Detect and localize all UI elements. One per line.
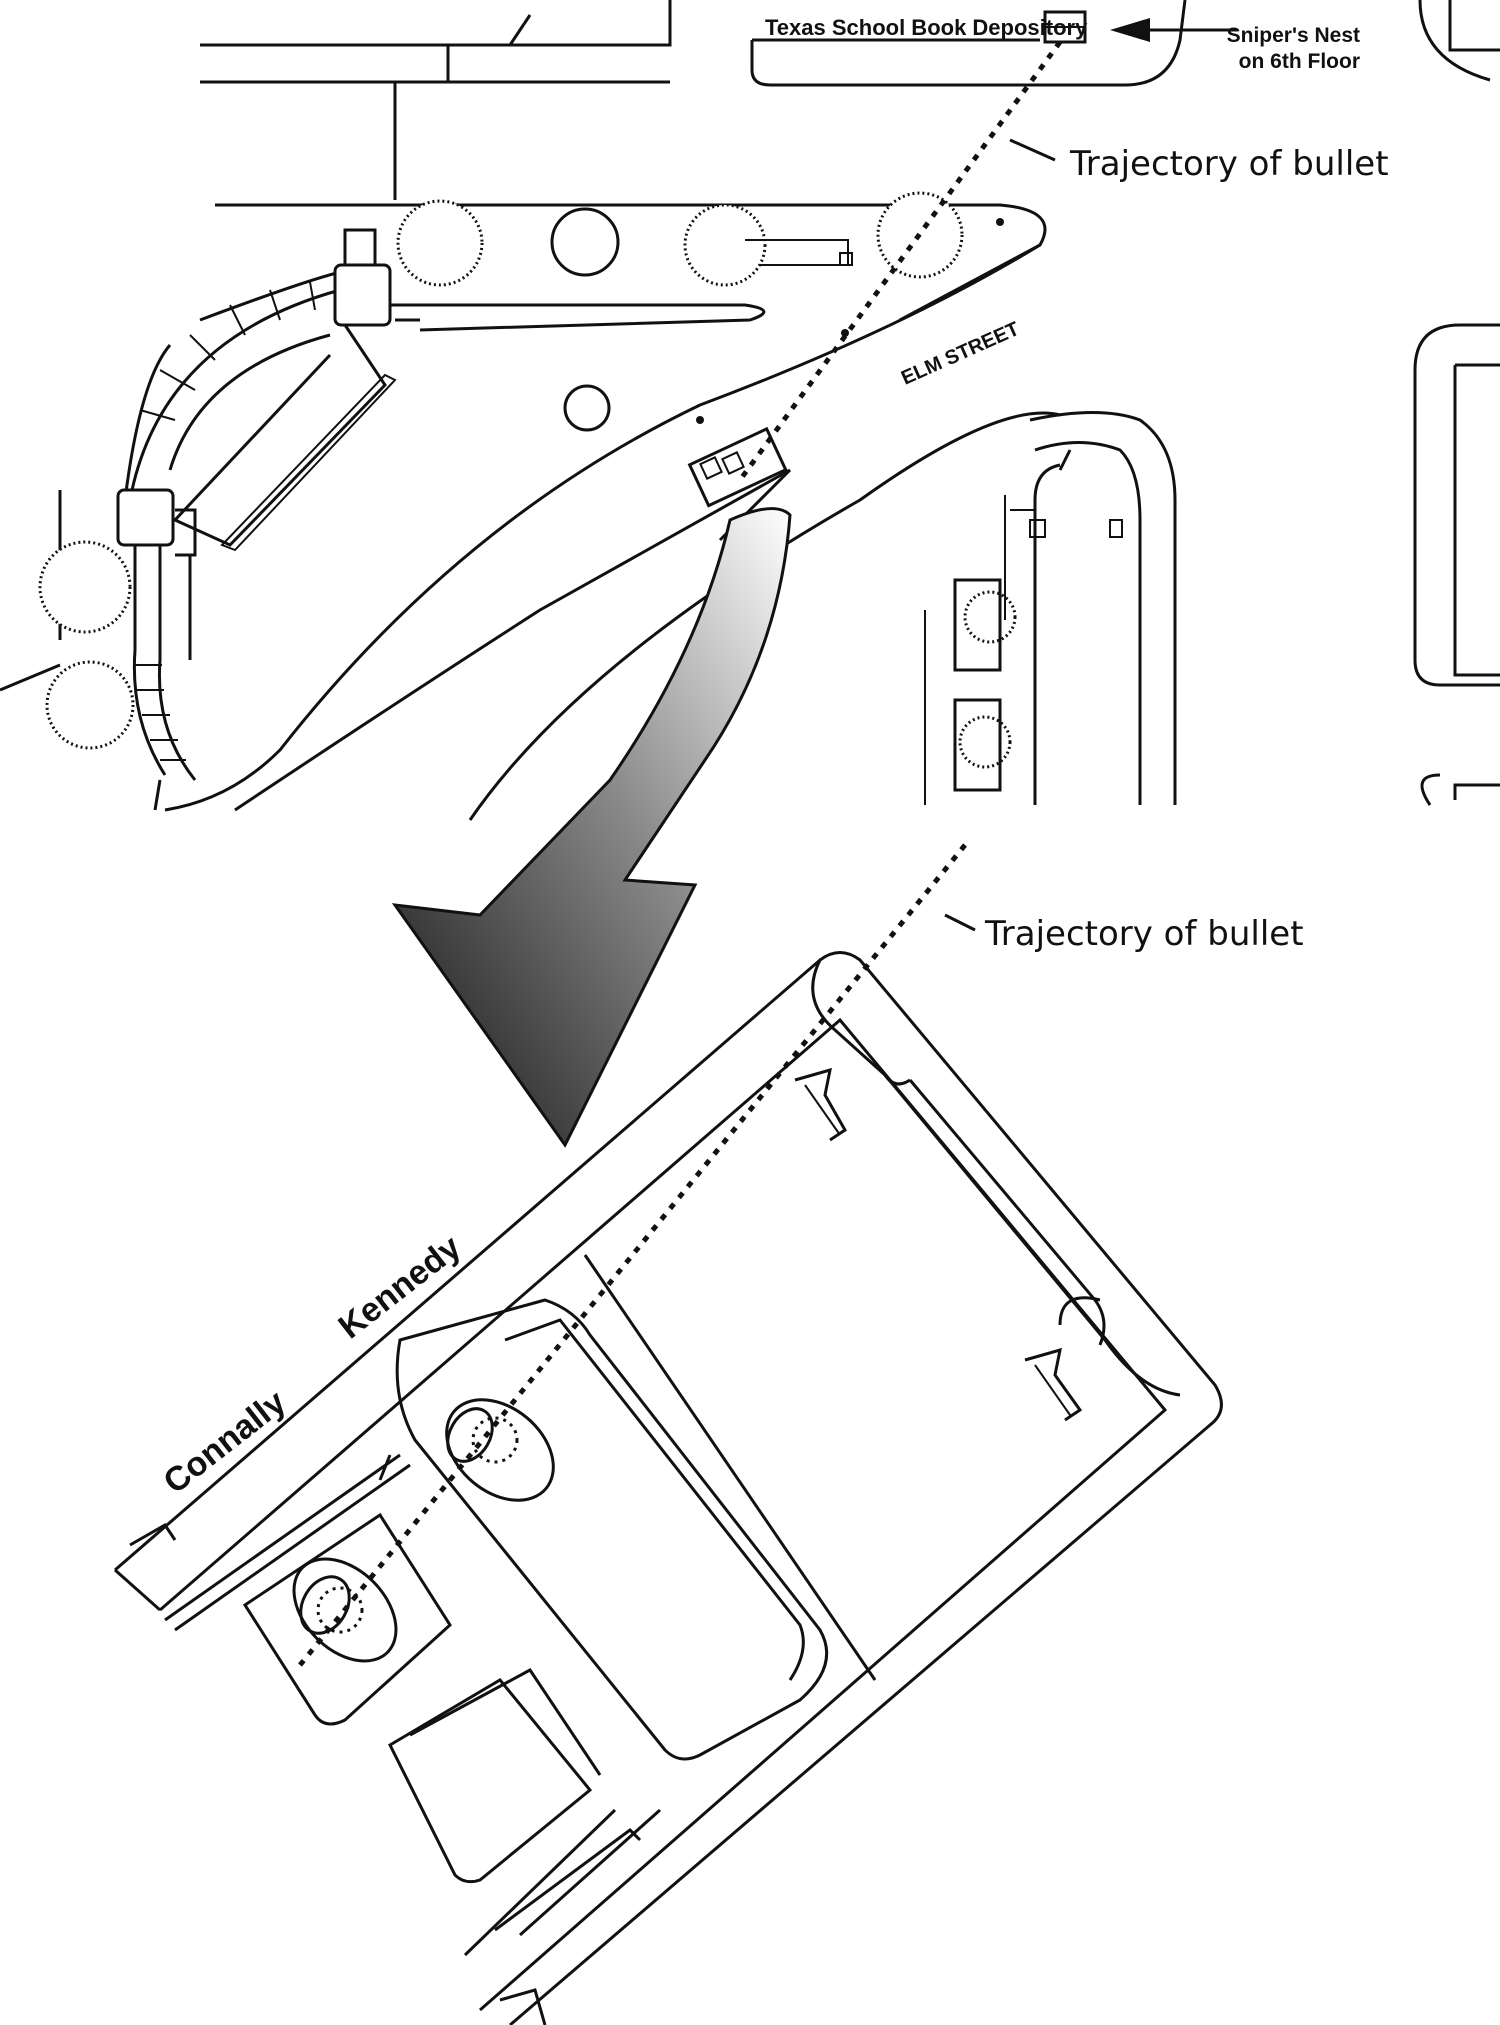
tree-3 (683, 203, 767, 287)
connally-outline (292, 1557, 398, 1663)
elm-street-label: ELM STREET (898, 318, 1023, 390)
zoom-arrow (391, 507, 792, 1148)
sniper-nest-label-line1: Sniper's Nest (1227, 24, 1360, 47)
trajectory-leader-top (1009, 138, 1056, 162)
connally-head-marker (316, 1586, 364, 1634)
grass-marker (687, 426, 788, 508)
kennedy-label: Kennedy (332, 1228, 469, 1346)
tree-5 (563, 384, 611, 432)
dealey-plaza-map (0, 0, 1500, 821)
depository-label: Texas School Book Depository (765, 15, 1088, 40)
limousine (114, 951, 1223, 2025)
tree-9 (958, 715, 1012, 769)
tree-1 (396, 199, 484, 287)
tree-7 (45, 660, 135, 750)
trees (38, 191, 1017, 769)
bullet-trajectory-top (737, 40, 1063, 482)
trajectory-label-bottom: Trajectory of bullet (984, 914, 1304, 954)
depository-building (750, 0, 1187, 87)
pergola-structure (0, 203, 1047, 811)
tree-6 (38, 540, 132, 634)
building-corner-top (1418, 0, 1491, 82)
trajectory-label-top: Trajectory of bullet (1069, 144, 1389, 184)
street-outlines (200, 0, 850, 207)
tree-2 (550, 207, 620, 277)
building-right-mid (1413, 323, 1500, 687)
tree-8 (963, 590, 1017, 644)
trajectory-leader-bottom (944, 913, 976, 932)
connally-label: Connally (157, 1383, 294, 1501)
kennedy-head-marker (471, 1416, 519, 1464)
elm-street-curbs (164, 218, 1177, 821)
sniper-nest-arrow (1110, 18, 1238, 42)
sniper-nest-label-line2: on 6th Floor (1239, 50, 1360, 73)
kennedy-outline (445, 1398, 555, 1502)
